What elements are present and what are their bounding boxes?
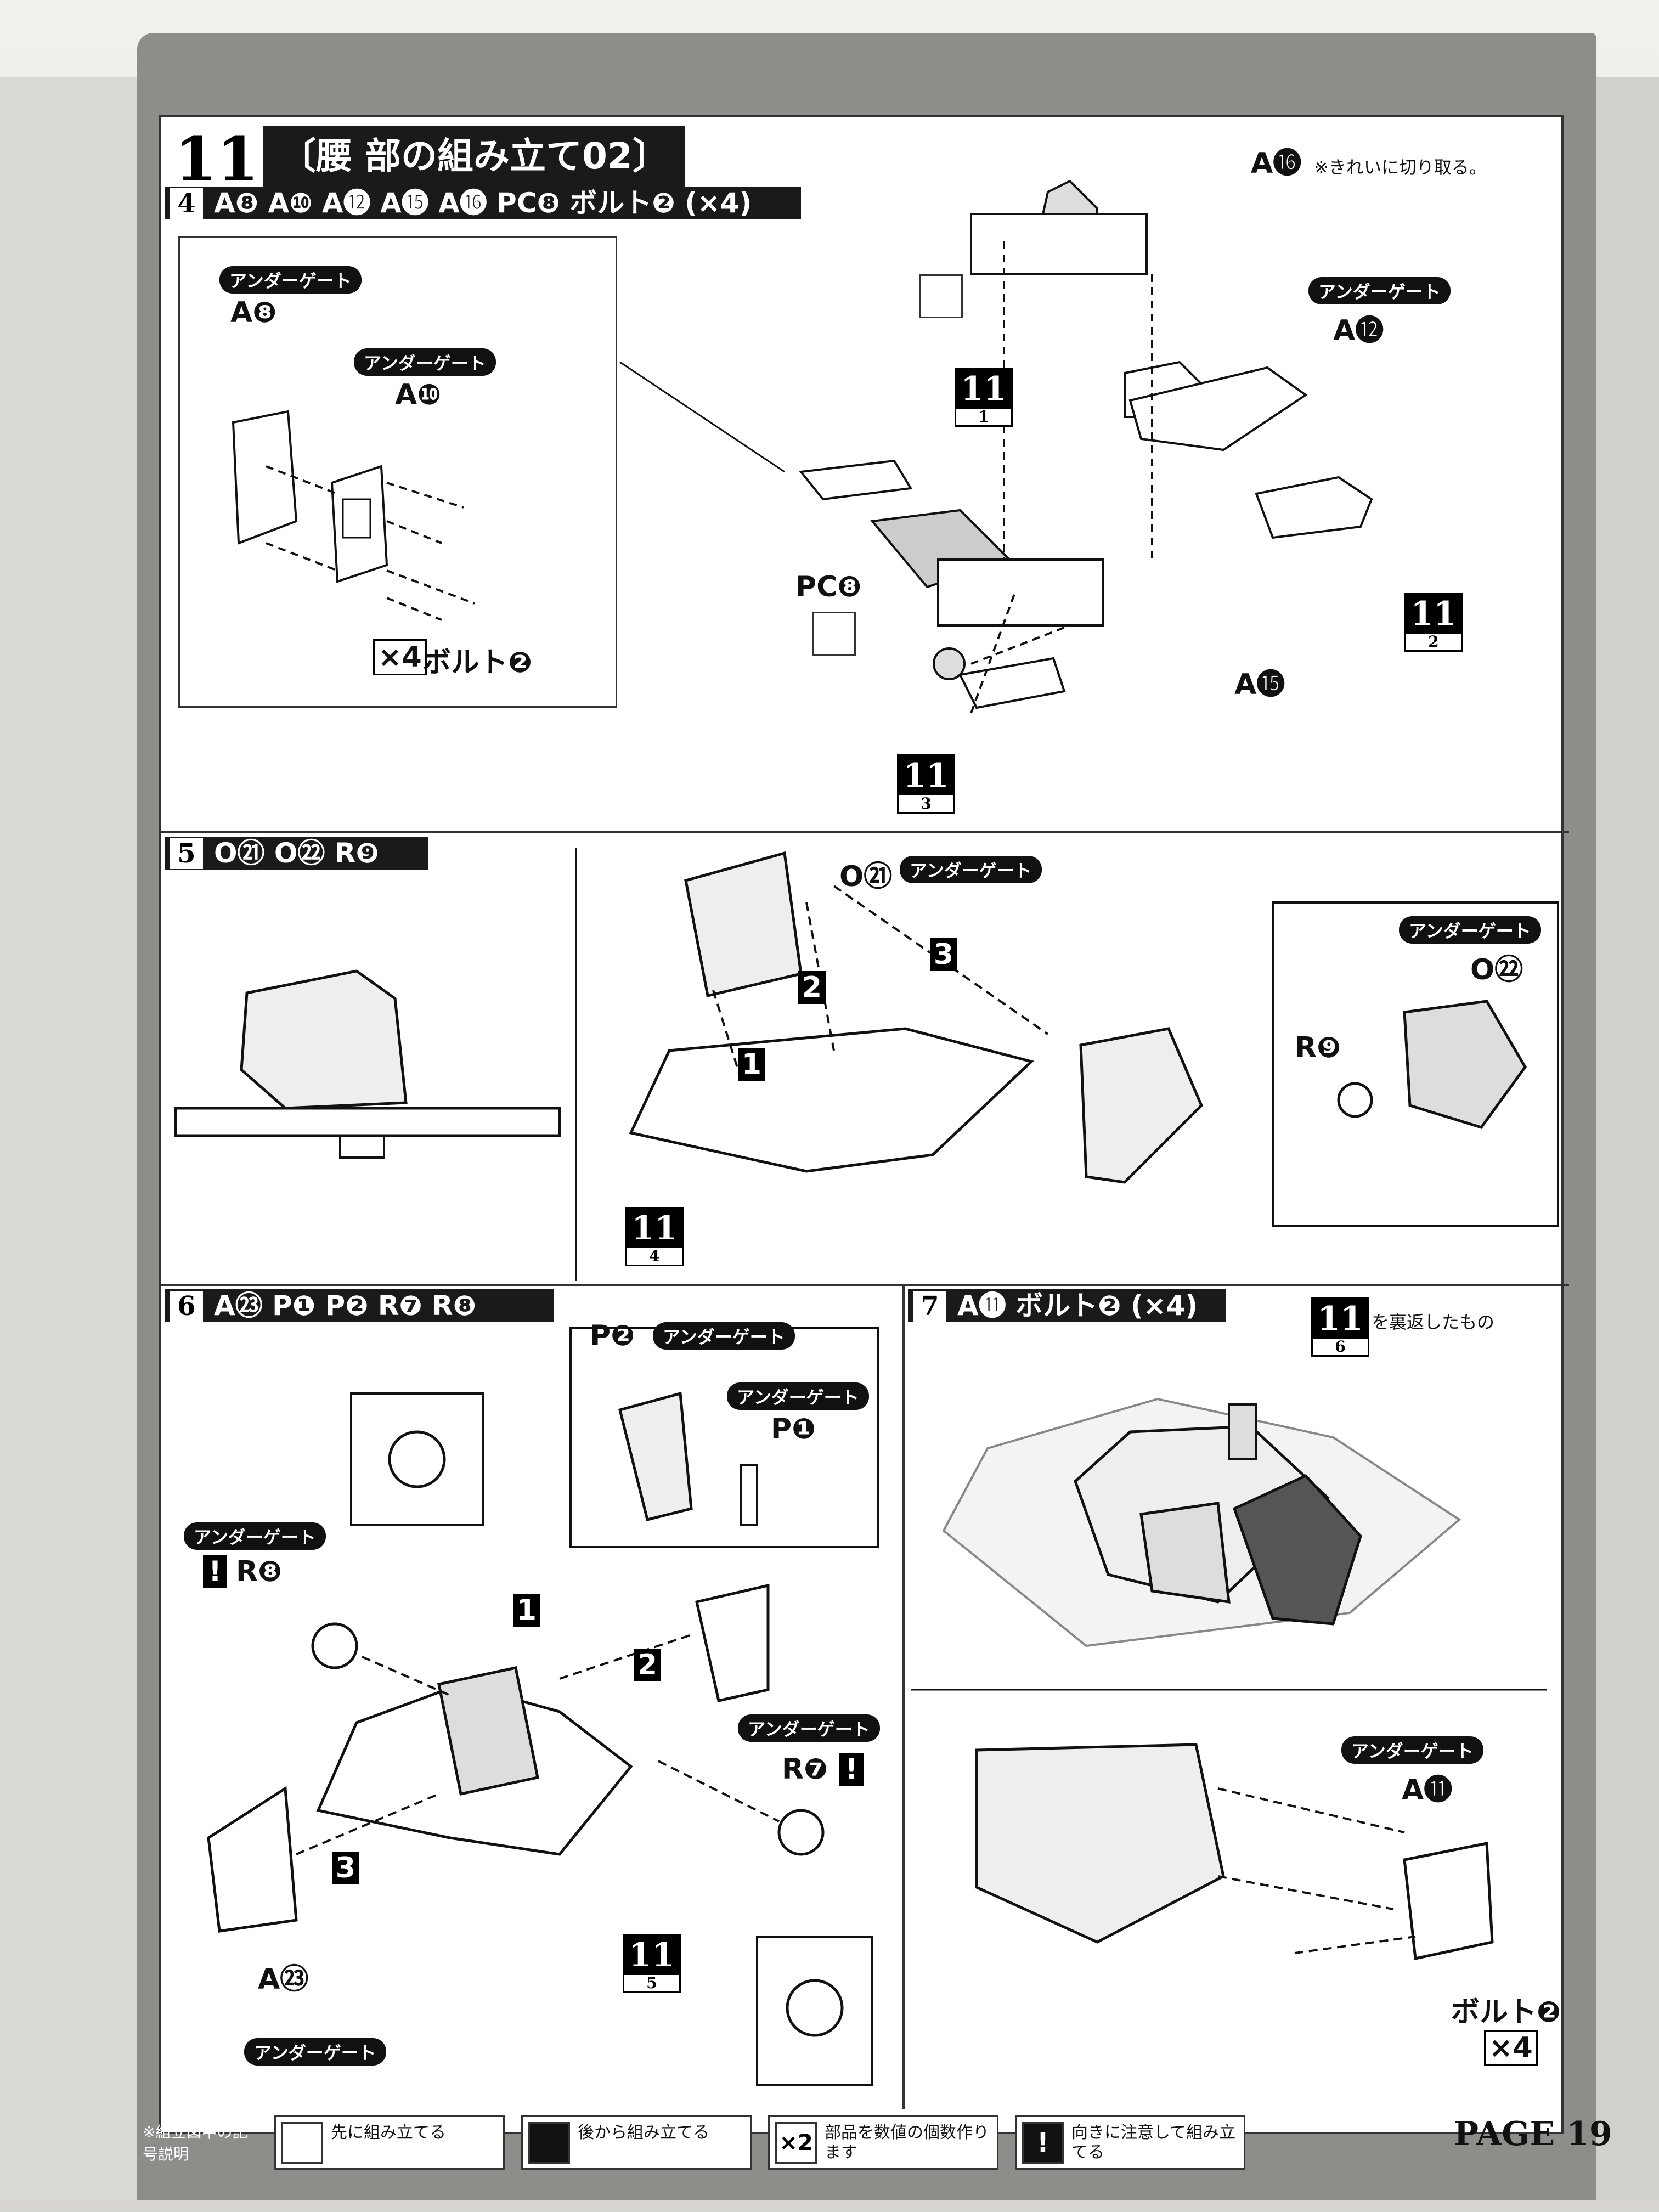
- undergate-tag: アンダーゲート: [900, 856, 1042, 883]
- part-label-r8: R❽: [236, 1555, 283, 1588]
- order-marker-2: 2: [798, 971, 826, 1004]
- first-assemble-icon: [281, 2122, 323, 2164]
- legend-multiply: ×2 部品を数値の個数作ります: [768, 2115, 998, 2170]
- legend-title: ※組立図中の記号説明: [143, 2123, 248, 2163]
- divider: [159, 831, 1569, 833]
- step7-number: 7: [913, 1291, 946, 1322]
- part-label-a8: A❽: [230, 296, 277, 329]
- undergate-tag: アンダーゲート: [1399, 916, 1541, 944]
- caution-icon: !: [839, 1753, 864, 1786]
- caution-icon: !: [203, 1555, 227, 1588]
- step4-main-drawing: [619, 179, 1373, 714]
- clean-cut-note: ※きれいに切り取る。: [1314, 157, 1487, 178]
- bolt-label: ボルト❷: [1451, 1996, 1561, 2029]
- undergate-tag: アンダーゲート: [219, 266, 362, 294]
- divider: [159, 1284, 1569, 1286]
- part-label-p2: P❷: [590, 1319, 635, 1352]
- multiply-icon: ×2: [775, 2122, 817, 2164]
- bolt-label: ボルト❷: [422, 646, 533, 679]
- part-label-a23: A㉓: [258, 1963, 309, 1996]
- step6-number: 6: [170, 1291, 203, 1322]
- order-marker-1: 1: [738, 1048, 765, 1081]
- step5-parts: O㉑ O㉒ R❾: [214, 837, 379, 869]
- step4-parts: A❽ A❿ A⓬ A⓯ A⓰ PC❽ ボルト❷ (×4): [214, 187, 752, 219]
- legend-first: 先に組み立てる: [274, 2115, 505, 2170]
- previous-page-edge: [0, 77, 143, 2200]
- step4-detail-drawing: [232, 410, 475, 621]
- page-number: PAGE 19: [1454, 2115, 1612, 2153]
- part-label-p1: P❶: [771, 1413, 816, 1446]
- step5-main-drawing: [575, 848, 1559, 1281]
- divider: [902, 1284, 905, 2109]
- part-label-o22: O㉒: [1470, 953, 1523, 986]
- undergate-tag: アンダーゲート: [1341, 1736, 1483, 1764]
- undergate-tag: アンダーゲート: [1308, 277, 1451, 304]
- order-marker-3: 3: [332, 1852, 359, 1884]
- part-label-o21: O㉑: [839, 860, 893, 893]
- bolt-qty: ×4: [1484, 2030, 1538, 2066]
- legend-later: 後から組み立てる: [521, 2115, 752, 2170]
- order-marker-1: 1: [513, 1594, 540, 1627]
- part-label-a15: A⓯: [1234, 668, 1285, 701]
- step7-drawing: [911, 1397, 1547, 1961]
- step5-parts-bar: 5 O㉑ O㉒ R❾: [165, 837, 428, 870]
- part-label-r7: R❼: [782, 1753, 828, 1786]
- undergate-tag: アンダーゲート: [653, 1322, 795, 1350]
- step6-parts-bar: 6 A㉓ P❶ P❷ R❼ R❽: [165, 1289, 554, 1322]
- part-label-pc8: PC❽: [795, 571, 862, 603]
- order-marker-3: 3: [930, 938, 957, 971]
- step6-drawing: [207, 1327, 879, 2086]
- undergate-tag: アンダーゲート: [727, 1383, 869, 1410]
- part-label-a16: A⓰: [1251, 147, 1302, 180]
- main-step-number: 11: [170, 126, 263, 192]
- order-marker-2: 2: [634, 1649, 661, 1681]
- later-assemble-icon: [919, 274, 963, 318]
- part-label-a11: A⓫: [1402, 1774, 1453, 1807]
- first-assemble-icon: [812, 612, 856, 656]
- caution-icon: !: [1022, 2122, 1064, 2164]
- main-step-title: 〔腰 部の組み立て02〕: [263, 126, 685, 187]
- step6-parts: A㉓ P❶ P❷ R❼ R❽: [214, 1290, 476, 1322]
- step5-left-drawing: [174, 969, 561, 1159]
- undergate-tag: アンダーゲート: [738, 1714, 880, 1742]
- step4-parts-bar: 4 A❽ A❿ A⓬ A⓯ A⓰ PC❽ ボルト❷ (×4): [165, 187, 801, 219]
- step7-parts-bar: 7 A⓫ ボルト❷ (×4): [908, 1289, 1226, 1322]
- part-label-a12: A⓬: [1333, 314, 1384, 347]
- part-label-a10: A❿: [395, 379, 442, 411]
- bolt-qty: ×4: [373, 639, 427, 675]
- step7-parts: A⓫ ボルト❷ (×4): [957, 1290, 1198, 1322]
- undergate-tag: アンダーゲート: [354, 348, 496, 376]
- legend-caution: ! 向きに注意して組み立てる: [1015, 2115, 1245, 2170]
- later-assemble-icon: [528, 2122, 570, 2164]
- undergate-tag: アンダーゲート: [184, 1522, 326, 1550]
- flipped-note: を裏返したもの: [1372, 1312, 1495, 1333]
- step4-number: 4: [170, 188, 203, 219]
- part-label-r9: R❾: [1295, 1031, 1341, 1064]
- undergate-tag: アンダーゲート: [244, 2038, 386, 2066]
- step5-number: 5: [170, 838, 203, 869]
